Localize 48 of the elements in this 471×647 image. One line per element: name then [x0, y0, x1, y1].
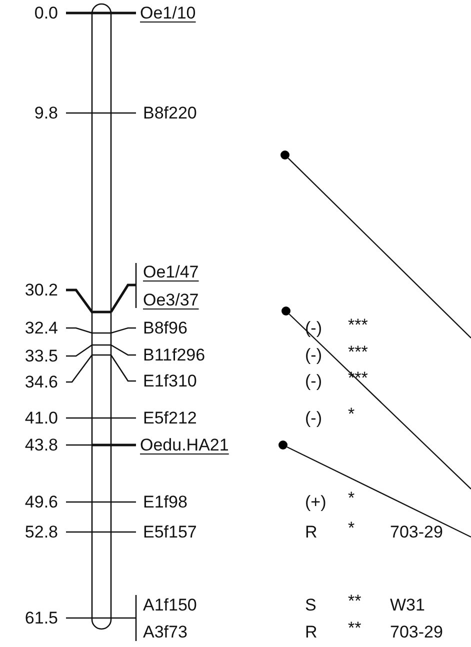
significance-stars: ** [348, 592, 362, 610]
map-position: 32.4 [24, 320, 58, 336]
connector-line [288, 158, 471, 338]
annotation: 703-29 [390, 624, 443, 640]
significance-stars: * [348, 490, 355, 506]
marker-name: A1f150 [143, 596, 197, 614]
annotation: (-) [305, 320, 322, 336]
map-position: 52.8 [24, 524, 58, 540]
connector-line [286, 446, 471, 538]
significance-stars: *** [348, 316, 368, 334]
significance-stars: * [348, 520, 355, 536]
significance-stars: ** [348, 620, 362, 636]
annotation: (-) [305, 410, 322, 426]
annotation: S [305, 596, 316, 614]
marker-name: E5f212 [143, 410, 197, 426]
marker-name: E1f98 [143, 494, 188, 510]
marker-name: E5f157 [143, 524, 197, 540]
annotation: R [305, 624, 318, 640]
map-position: 30.2 [24, 282, 58, 298]
map-position: 61.5 [24, 610, 58, 626]
significance-stars: * [348, 406, 355, 422]
annotation: (-) [305, 346, 322, 364]
map-position: 33.5 [24, 348, 58, 364]
map-position: 9.8 [34, 104, 58, 122]
map-position: 43.8 [24, 436, 58, 454]
annotation: (+) [305, 494, 326, 510]
marker-name: Oe3/37 [143, 292, 199, 308]
connector-line [288, 314, 471, 490]
marker-name: Oe1/10 [140, 4, 196, 22]
locus-dot [282, 306, 290, 316]
annotation: (-) [305, 372, 322, 390]
map-position: 34.6 [24, 374, 58, 390]
map-position: 0.0 [34, 4, 58, 22]
marker-name: A3f73 [143, 624, 188, 640]
marker-name: B11f296 [143, 346, 206, 364]
significance-stars: *** [348, 344, 368, 360]
annotation: W31 [390, 596, 425, 614]
marker-name: B8f220 [143, 104, 197, 122]
marker-name: Oe1/47 [143, 264, 199, 280]
map-position: 49.6 [24, 494, 58, 510]
map-position: 41.0 [24, 410, 58, 426]
marker-name: B8f96 [143, 320, 188, 336]
annotation: 703-29 [390, 524, 443, 540]
annotation: R [305, 524, 318, 540]
marker-name: Oedu.HA21 [140, 436, 229, 454]
locus-dot [278, 440, 288, 450]
locus-dot [280, 150, 290, 160]
marker-name: E1f310 [143, 372, 197, 390]
